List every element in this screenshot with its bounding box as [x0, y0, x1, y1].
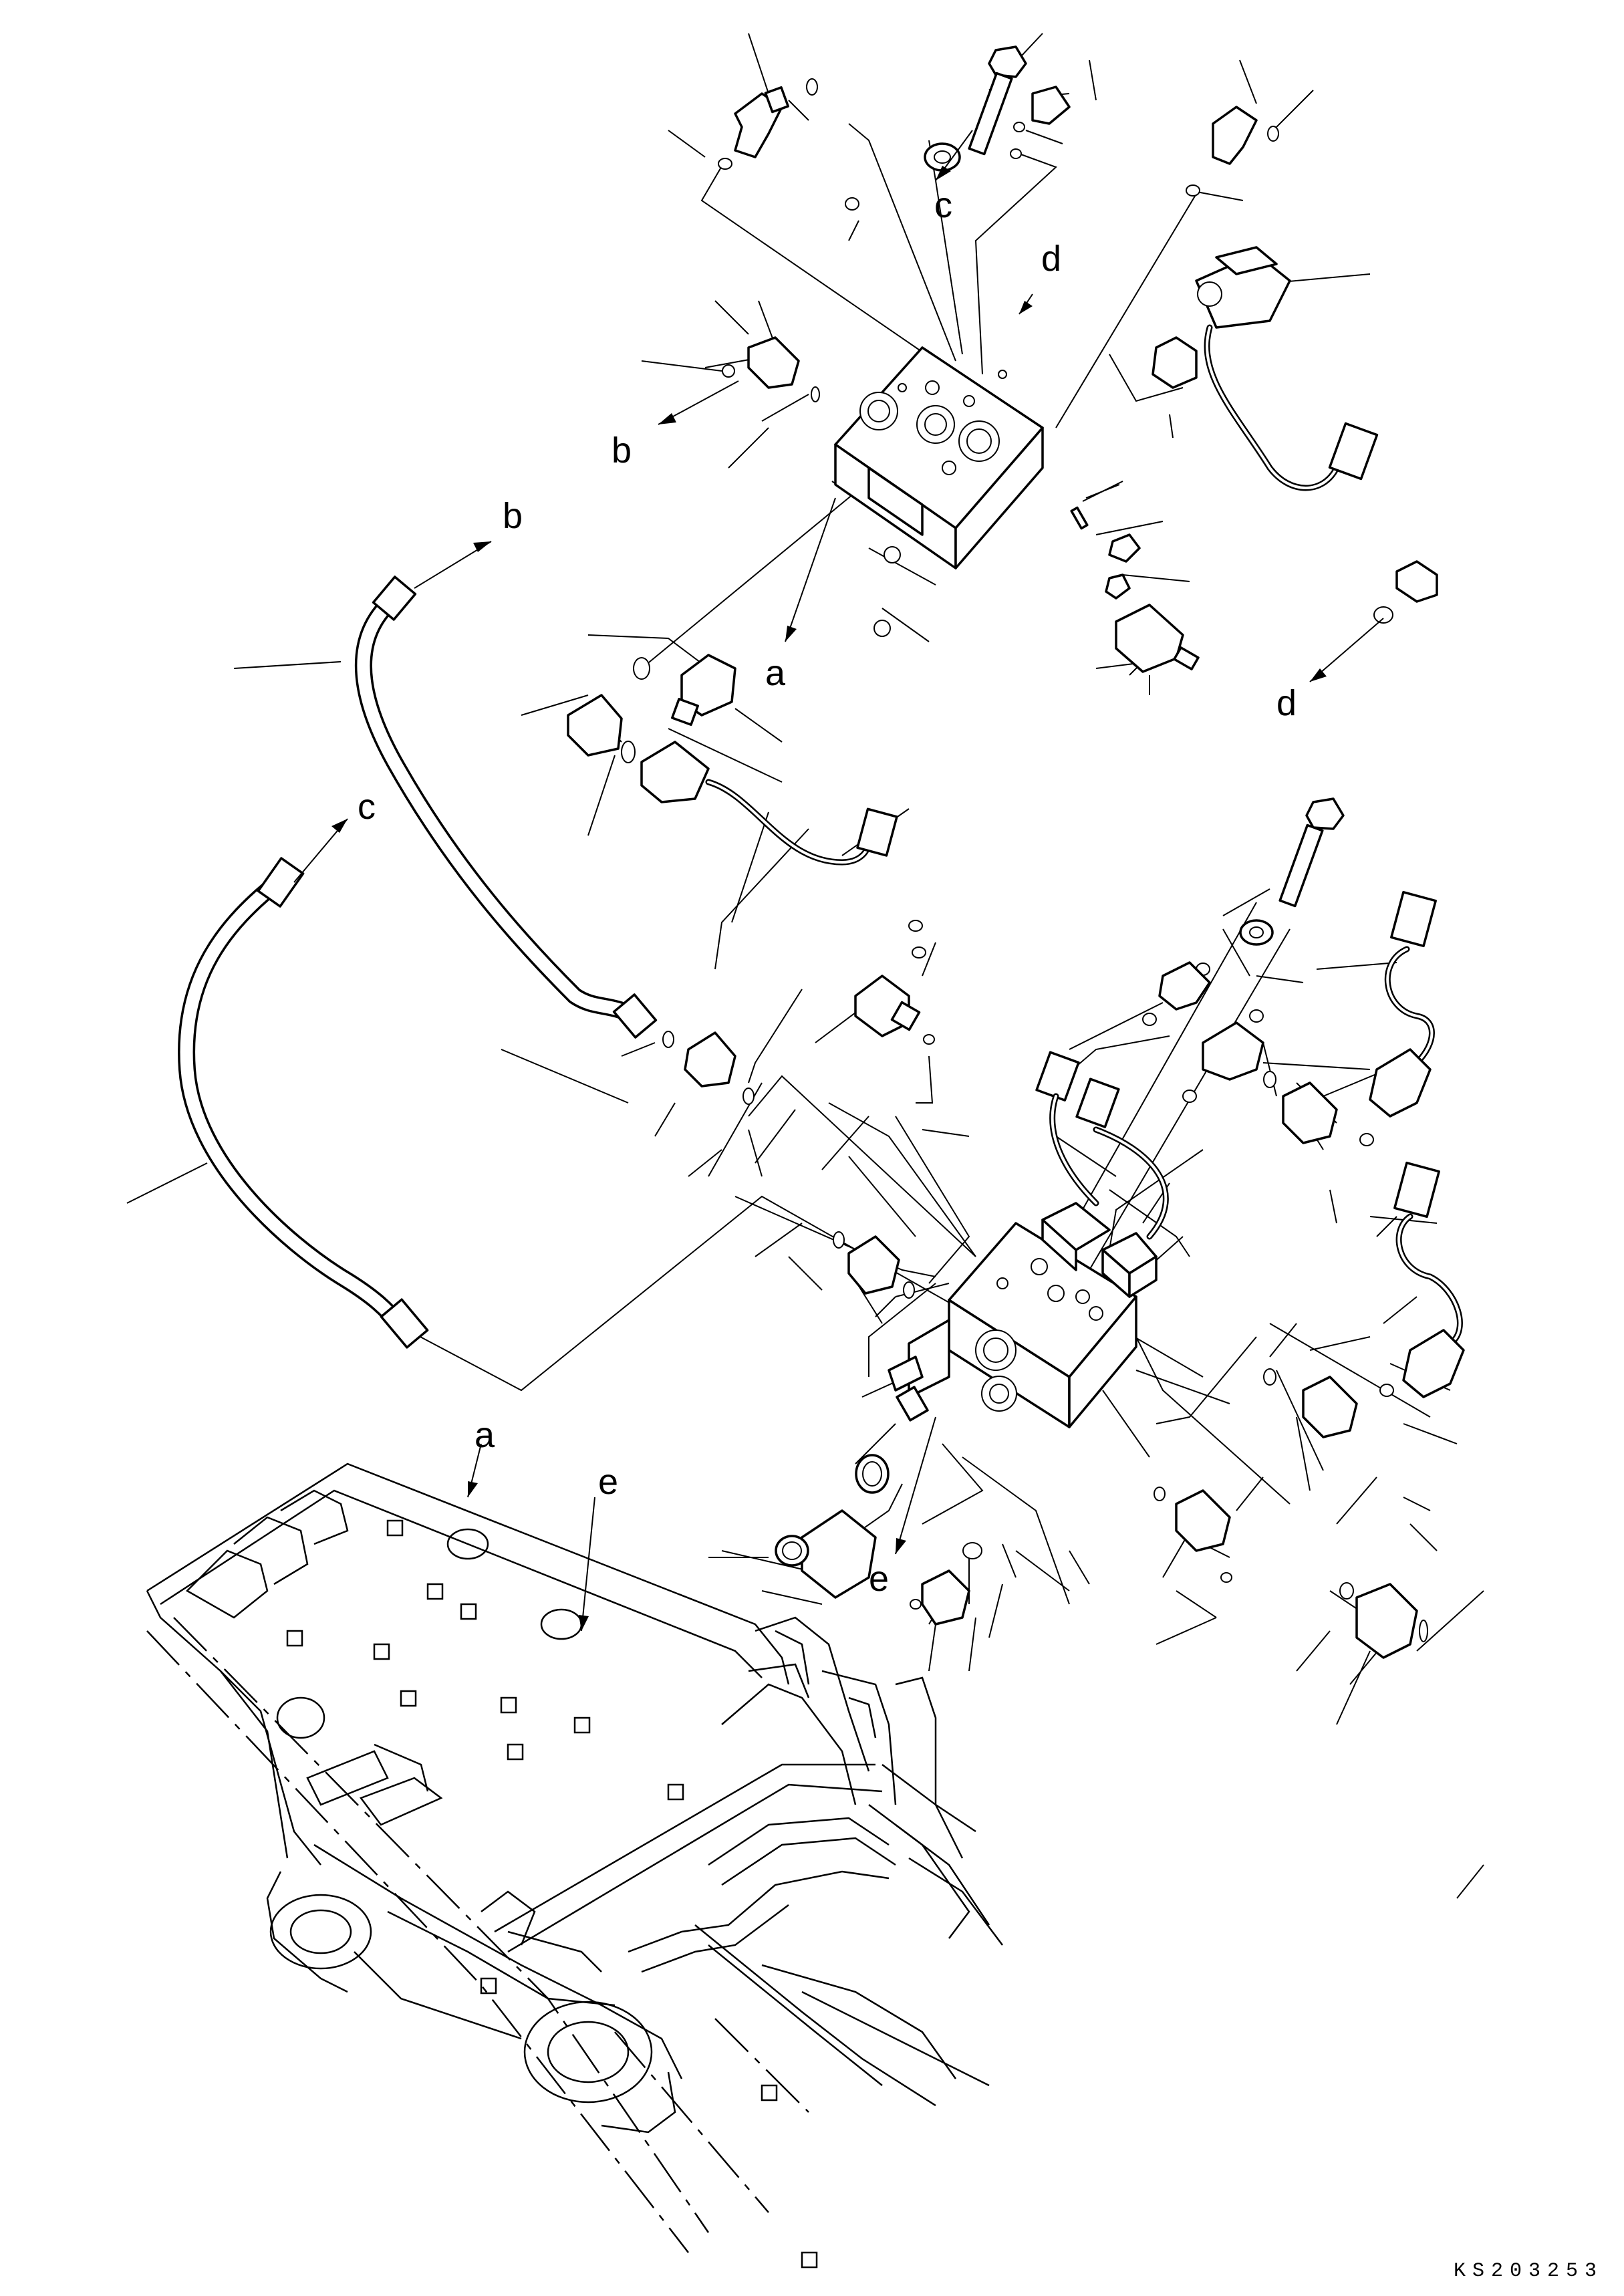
lower-valve-block — [888, 1202, 1158, 1428]
drawing-number: KS203253 — [1454, 2260, 1603, 2283]
callout-c-upper: c — [934, 185, 952, 225]
callout-a-upper: a — [765, 653, 786, 693]
upper-valve-block — [834, 346, 1044, 569]
leader-lines — [126, 33, 1484, 1899]
callout-b-right: b — [503, 496, 523, 536]
upper-fittings — [567, 45, 1438, 866]
callout-a-lower: a — [475, 1415, 495, 1455]
machine-frame — [146, 1462, 1003, 2269]
hydraulic-hose-b — [354, 576, 658, 1039]
callout-b-left: b — [612, 430, 632, 471]
callout-e-upper: e — [598, 1462, 618, 1502]
callout-arrows — [293, 130, 1384, 1632]
callout-e-lower: e — [869, 1559, 889, 1599]
callout-labels: a a b b c c d d e e — [358, 185, 1297, 1599]
callout-c-left: c — [358, 787, 376, 827]
hydraulic-hose-c — [178, 857, 429, 1349]
lower-fittings — [662, 797, 1465, 1659]
callout-d-upper: d — [1041, 239, 1061, 279]
callout-d-right: d — [1276, 683, 1297, 723]
